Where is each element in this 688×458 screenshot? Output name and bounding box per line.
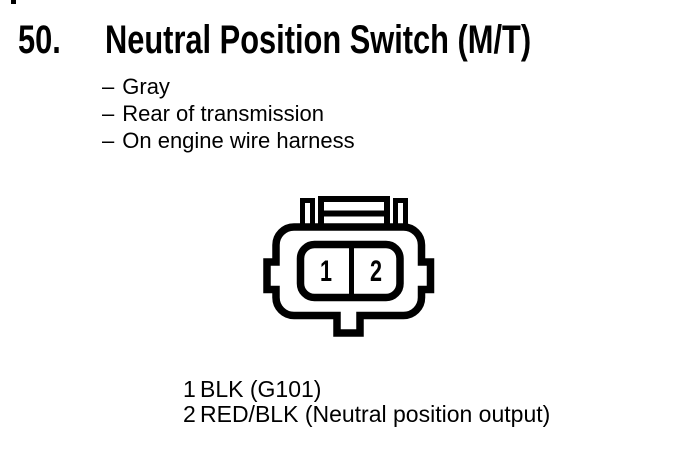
legend-pin-number: 1 <box>183 376 196 402</box>
pin-2-number: 2 <box>370 253 382 287</box>
item-number: 50. <box>18 18 61 62</box>
detail-label: Gray <box>122 74 170 99</box>
connector-top-tab-left <box>300 198 315 227</box>
detail-label: Rear of transmission <box>122 101 324 126</box>
scan-artifact <box>11 0 16 4</box>
detail-item-harness: –On engine wire harness <box>102 127 355 154</box>
page-title: Neutral Position Switch (M/T) <box>105 18 532 62</box>
legend-pin-number: 2 <box>183 401 196 427</box>
dash-bullet: – <box>102 74 115 99</box>
connector-top-tab-right <box>393 198 408 227</box>
dash-bullet: – <box>102 128 115 153</box>
dash-bullet: – <box>102 101 115 126</box>
connector-diagram: 1 2 <box>263 196 435 337</box>
detail-label: On engine wire harness <box>122 128 355 153</box>
detail-item-location: –Rear of transmission <box>102 100 355 127</box>
pin-1-number: 1 <box>320 253 332 287</box>
detail-item-color: –Gray <box>102 73 355 100</box>
legend-wire-description: BLK (G101) <box>200 376 322 402</box>
legend-wire-description: RED/BLK (Neutral position output) <box>200 401 551 427</box>
detail-list: –Gray –Rear of transmission –On engine w… <box>102 73 355 154</box>
